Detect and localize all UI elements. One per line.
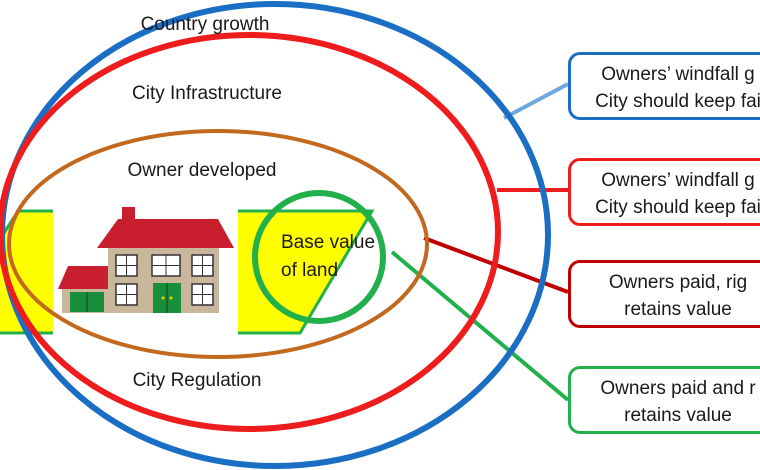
chimney [122,207,135,221]
label-city-infrastructure: City Infrastructure [132,83,282,104]
label-country-growth: Country growth [141,14,270,35]
callout-country-growth: Owners’ windfall g City should keep fai [568,52,760,120]
callout-line: retains value [624,299,732,320]
ring-owner-developed [7,129,429,359]
ring-city-infrastructure [0,32,501,432]
label-owner-developed: Owner developed [128,160,277,181]
callout-line: Owners’ windfall g [601,170,755,191]
callout-line: retains value [624,405,732,426]
callout-owner-developed: Owners paid, rig retains value [568,260,760,328]
house-roof [97,219,234,248]
ring-base-land [252,190,386,324]
callout-base-land: Owners paid and r retains value [568,366,760,434]
callout-line: City should keep fai [595,197,760,218]
callout-line: Owners’ windfall g [601,64,755,85]
connector-base-land [390,250,570,402]
house-illustration [53,205,238,335]
label-base-value: Base value [281,232,375,253]
callout-line: Owners paid and r [600,378,756,399]
house-wing-roof [58,266,108,289]
callout-line: City should keep fai [595,91,760,112]
connector-country-growth [503,82,569,120]
label-city-regulation: City Regulation [133,370,262,391]
callout-city-infrastructure: Owners’ windfall g City should keep fai [568,158,760,226]
callout-line: Owners paid, rig [608,272,748,293]
label-of-land: of land [281,260,338,281]
